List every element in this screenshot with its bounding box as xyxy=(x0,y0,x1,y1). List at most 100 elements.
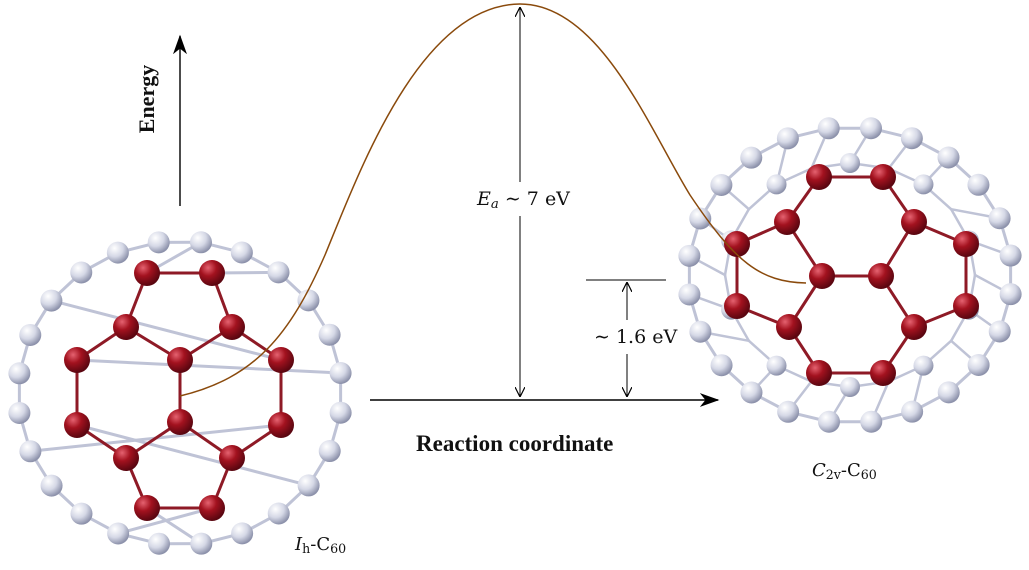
red-atom xyxy=(870,164,896,190)
grey-atom xyxy=(40,289,63,312)
grey-atom xyxy=(230,241,253,264)
grey-atom xyxy=(817,117,840,140)
ih-c60-red-bonds xyxy=(75,271,283,510)
grey-atom xyxy=(817,410,840,433)
red-atom xyxy=(724,231,750,257)
red-atom xyxy=(724,293,750,319)
grey-atom xyxy=(190,231,213,254)
red-atom xyxy=(806,360,832,386)
red-atom xyxy=(199,260,225,286)
activation-energy-value: ∼ 7 eV xyxy=(498,188,570,210)
red-atom xyxy=(113,314,139,340)
red-atom xyxy=(806,164,832,190)
grey-atom xyxy=(840,377,860,397)
grey-atom xyxy=(19,323,42,346)
red-atom xyxy=(64,347,90,373)
c2v-formula-subscript: 60 xyxy=(860,467,877,482)
grey-atom xyxy=(689,207,712,230)
grey-atom xyxy=(106,241,129,264)
red-atom xyxy=(870,360,896,386)
grey-atom xyxy=(860,117,883,140)
grey-atom xyxy=(40,474,63,497)
grey-atom xyxy=(147,532,170,555)
grey-atom xyxy=(777,400,800,423)
red-atom xyxy=(134,495,160,521)
grey-atom xyxy=(19,440,42,463)
grey-atom xyxy=(689,320,712,343)
red-atom xyxy=(134,260,160,286)
grey-atom xyxy=(776,127,799,150)
red-atom xyxy=(901,314,927,340)
grey-atom xyxy=(8,362,31,385)
grey-atom xyxy=(190,532,213,555)
grey-atom xyxy=(329,362,352,385)
grey-atom xyxy=(678,244,701,267)
grey-atom xyxy=(297,289,320,312)
c2v-symbol: C xyxy=(812,460,826,481)
grey-atom xyxy=(913,174,934,195)
grey-atom xyxy=(740,381,763,404)
red-atom xyxy=(268,347,294,373)
activation-energy-label: Ea ∼ 7 eV xyxy=(473,186,574,214)
energy-axis-label: Energy xyxy=(134,64,159,134)
red-atom xyxy=(953,293,979,319)
grey-atom xyxy=(901,400,924,423)
c2v-c60-red-bonds xyxy=(735,175,968,375)
ih-symbol: I xyxy=(295,534,303,555)
grey-atom xyxy=(860,410,883,433)
grey-atom xyxy=(267,261,290,284)
grey-atom xyxy=(107,522,130,545)
grey-atom xyxy=(988,207,1011,230)
grey-atom xyxy=(988,320,1011,343)
red-atom xyxy=(219,445,245,471)
c2v-formula: -C xyxy=(840,460,861,481)
ih-subscript: h xyxy=(302,541,311,556)
red-atom xyxy=(868,263,894,289)
grey-atom xyxy=(678,283,701,306)
grey-atom xyxy=(318,440,341,463)
grey-atom xyxy=(999,283,1022,306)
ih-formula: -C xyxy=(310,534,331,555)
grey-atom xyxy=(937,381,960,404)
grey-bond xyxy=(49,299,283,362)
grey-bond xyxy=(75,423,311,487)
grey-bond xyxy=(75,358,343,375)
grey-atom xyxy=(766,355,787,376)
grey-atom xyxy=(937,146,960,169)
red-atom xyxy=(219,314,245,340)
grey-atom xyxy=(840,153,860,173)
ih-c60-red-atoms xyxy=(64,260,294,521)
grey-atom xyxy=(318,323,341,346)
energy-curve xyxy=(179,3,807,397)
c2v-c60-molecule xyxy=(678,117,1022,433)
grey-atom xyxy=(70,261,93,284)
ih-formula-subscript: 60 xyxy=(330,541,347,556)
delta-energy-label: ∼ 1.6 eV xyxy=(590,324,682,350)
red-atom xyxy=(776,314,802,340)
grey-atom xyxy=(147,231,170,254)
grey-atom xyxy=(267,502,290,525)
red-atom xyxy=(199,495,225,521)
grey-bond xyxy=(116,506,214,535)
red-atom xyxy=(901,209,927,235)
grey-atom xyxy=(231,522,254,545)
grey-atom xyxy=(999,244,1022,267)
ih-c60-grey-atoms xyxy=(8,231,352,555)
red-atom xyxy=(113,445,139,471)
red-atom xyxy=(64,412,90,438)
c2v-c60-label: C2v-C60 xyxy=(812,460,877,482)
grey-atom xyxy=(913,355,934,376)
reaction-coordinate-label: Reaction coordinate xyxy=(416,431,614,456)
c2v-subscript: 2v xyxy=(825,467,841,482)
grey-atom xyxy=(900,127,923,150)
red-atom xyxy=(167,347,193,373)
red-atom xyxy=(953,231,979,257)
grey-atom xyxy=(8,401,31,424)
grey-atom xyxy=(740,146,763,169)
grey-atom xyxy=(710,354,733,377)
grey-atom xyxy=(329,401,352,424)
red-atom xyxy=(167,409,193,435)
red-atom xyxy=(268,412,294,438)
grey-atom xyxy=(710,174,733,197)
